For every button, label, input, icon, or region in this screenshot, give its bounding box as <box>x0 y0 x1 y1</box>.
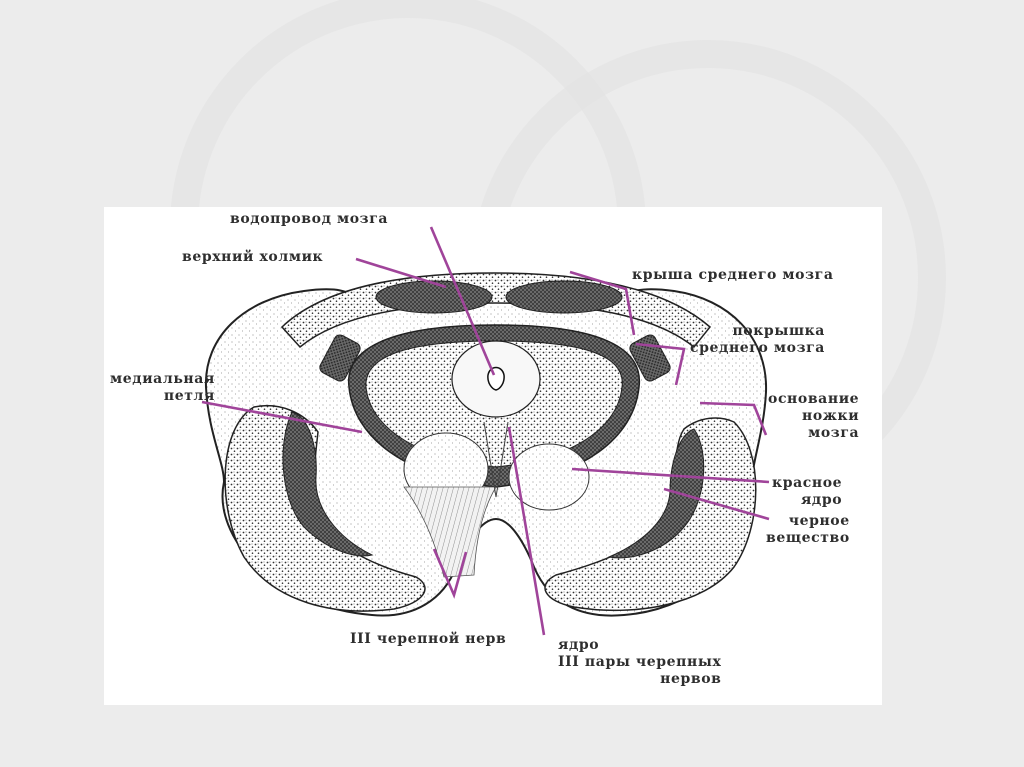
callout-superior-colliculus <box>355 257 447 289</box>
callout-peduncle-base <box>699 401 768 436</box>
peduncle-base-left <box>224 405 426 612</box>
red-nucleus-right <box>508 443 590 511</box>
midbrain-diagram: водопровод мозга верхний холмик крыша ср… <box>104 207 882 705</box>
label-oculomotor-nerve: III черепной нерв <box>350 631 507 647</box>
midbrain-cross-section <box>201 226 770 636</box>
callout-red-nucleus <box>571 467 770 484</box>
superior-colliculus-right <box>505 280 623 314</box>
callout-aqueduct <box>429 226 496 376</box>
substantia-nigra-right <box>607 428 705 559</box>
callout-lines <box>201 226 770 636</box>
side-band-right <box>629 334 671 382</box>
aqueduct <box>487 366 505 391</box>
label-peduncle-base: основание ножки мозга <box>768 391 860 441</box>
callout-oculomotor-nerve <box>432 548 468 599</box>
label-medial-lemniscus: медиальная петля <box>110 371 215 404</box>
label-oculomotor-nucleus: ядро III пары черепных нервов <box>558 637 722 687</box>
label-substantia-nigra: черное вещество <box>766 513 850 546</box>
label-red-nucleus: красное ядро <box>772 475 843 508</box>
substantia-nigra-left <box>282 411 374 557</box>
superior-colliculus-left <box>375 280 493 314</box>
oculomotor-fibres <box>403 486 497 578</box>
callout-tegmentum <box>635 342 686 386</box>
label-tegmentum: покрышка среднего мозга <box>690 323 825 356</box>
label-superior-colliculus: верхний холмик <box>182 249 324 265</box>
label-aqueduct: водопровод мозга <box>230 211 389 227</box>
label-tectum: крыша среднего мозга <box>632 267 834 283</box>
callout-tectum <box>569 270 636 336</box>
raphe-fibres <box>483 421 509 498</box>
callout-medial-lemniscus <box>201 400 363 434</box>
callout-oculomotor-nucleus <box>507 426 546 636</box>
callout-substantia-nigra <box>663 487 770 521</box>
